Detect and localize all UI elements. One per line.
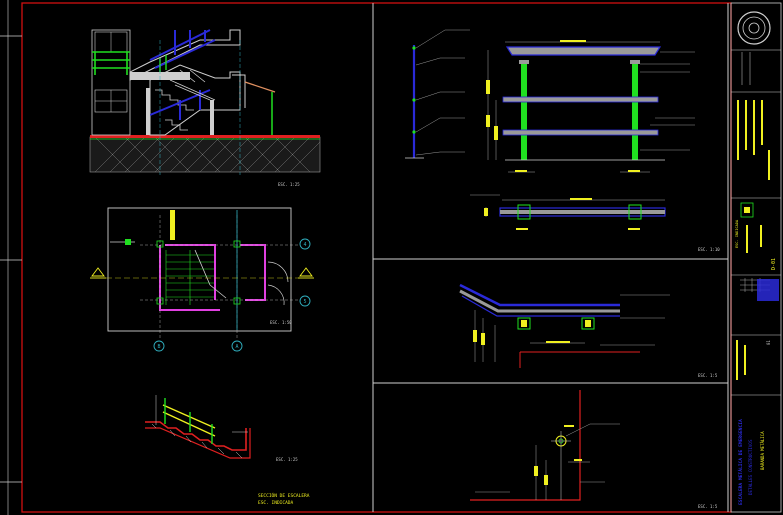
section-railing-posts	[164, 398, 213, 444]
title-scale-label: ESC. INDICADA	[735, 219, 739, 248]
plan-frame	[107, 207, 292, 332]
title-sheet-number: 01	[766, 340, 771, 345]
plan-green-marker	[125, 239, 131, 245]
stair-steps	[155, 89, 194, 111]
mid-rail	[502, 96, 659, 103]
view-label-4: ESC. 1:10	[698, 247, 720, 252]
axis-label-5: 5	[303, 299, 306, 305]
view-label-5: ESC. 1:5	[698, 373, 718, 378]
section-title-line-2: ESC. INDICADA	[258, 500, 294, 506]
anchor-detail-view: ESC. 1:5	[470, 390, 718, 509]
bend-post-right	[581, 317, 595, 330]
axis-label-a: A	[235, 344, 238, 350]
title-blue-box	[757, 279, 779, 301]
stair-elevation-view: ESC. 1:25	[89, 29, 321, 187]
stair-section-view: ESC. 1:25 SECCIÓN DE ESCALERA ESC. INDIC…	[145, 395, 310, 506]
stair-plan-view: B A 4 5 ESC. 1:50	[90, 207, 314, 352]
axis-label-b: B	[157, 344, 160, 350]
section-marker-left	[91, 267, 105, 277]
view-label-6: ESC. 1:5	[698, 504, 718, 509]
ground-line	[90, 135, 320, 138]
column	[146, 88, 150, 135]
railing-elevation-view: ESC. 1:10	[405, 29, 720, 252]
handrail-bend-outer	[459, 283, 620, 307]
axis-bubble-b	[153, 340, 165, 352]
handrail-top	[505, 46, 662, 56]
plan-yellow-element	[170, 210, 175, 240]
door-swing	[267, 261, 289, 283]
section-slab-outline	[145, 421, 247, 451]
axis-bubble-5	[299, 295, 311, 307]
bend-post-left	[517, 317, 531, 330]
building-wall	[91, 29, 131, 136]
view-label-3: ESC. 1:25	[276, 457, 298, 462]
railing-post-right	[632, 63, 638, 160]
plan-post-left	[517, 204, 531, 220]
ground-hatch	[89, 136, 321, 173]
handrail-bend-body	[459, 289, 620, 313]
logo-seal	[737, 11, 771, 45]
view-label-1: ESC. 1:25	[278, 182, 300, 187]
anchor-wall-line	[470, 390, 581, 501]
section-marker-right	[299, 267, 313, 277]
title-sub-line: BARANDA METÁLICA	[760, 431, 765, 470]
axis-label-4: 4	[303, 242, 306, 248]
axis-bubble-a	[231, 340, 243, 352]
handrail-sloped	[244, 81, 276, 93]
section-title-line-1: SECCIÓN DE ESCALERA	[258, 492, 310, 499]
title-block: ESCALERA METÁLICA DE EMERGENCIA DETALLES…	[730, 2, 782, 513]
lower-rail	[502, 129, 659, 136]
railing-upper	[92, 51, 130, 75]
upper-flight-slab	[129, 29, 241, 81]
section-railing-yellow	[162, 404, 216, 437]
railing-post-left	[521, 63, 527, 160]
title-main-line-2: DETALLES CONSTRUCTIVOS	[748, 439, 753, 495]
title-main-line-1: ESCALERA METÁLICA DE EMERGENCIA	[737, 419, 744, 505]
title-sheet-code: D-01	[771, 258, 777, 270]
handrail-bend-view: ESC. 1:5	[459, 283, 718, 378]
axis-bubble-4	[299, 238, 311, 250]
plan-post-right	[628, 204, 642, 220]
view-label-2: ESC. 1:50	[270, 320, 292, 325]
